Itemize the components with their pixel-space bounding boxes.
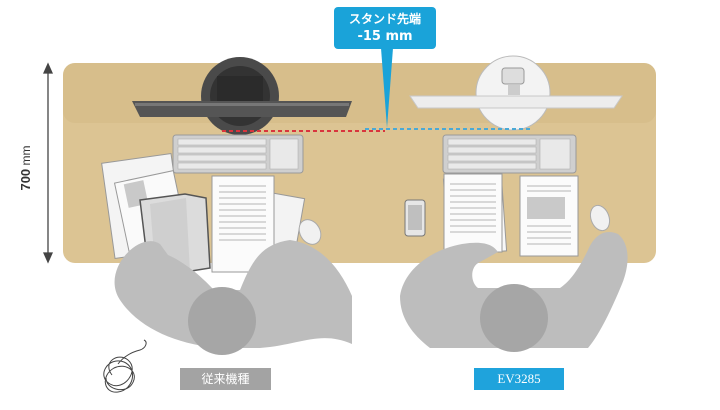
- monitor-stand-icon: [201, 57, 279, 135]
- monitor-stand-icon: [475, 55, 551, 131]
- dimension-label: 700 mm: [18, 138, 34, 198]
- keyboard-left: [172, 134, 304, 174]
- documents-right: [442, 173, 579, 257]
- mouse-icon: [298, 219, 322, 245]
- label-model: EV3285: [474, 368, 564, 390]
- person-left: [114, 240, 352, 355]
- dimension-arrow: [42, 62, 54, 264]
- keyboard-right: [442, 134, 577, 174]
- tangled-scribble-icon: [103, 339, 147, 393]
- smartphone-icon: [404, 199, 426, 237]
- dimension-unit: mm: [19, 145, 33, 166]
- mouse-icon: [589, 204, 611, 232]
- dimension-value: 700: [18, 168, 33, 191]
- callout-value: -15 mm: [357, 29, 413, 44]
- monitor-new: [409, 95, 623, 109]
- person-right: [400, 231, 628, 352]
- stand-tip-callout: スタンド先端 -15 mm: [334, 7, 436, 49]
- callout-title: スタンド先端: [348, 12, 421, 26]
- label-conventional: 従来機種: [180, 368, 271, 390]
